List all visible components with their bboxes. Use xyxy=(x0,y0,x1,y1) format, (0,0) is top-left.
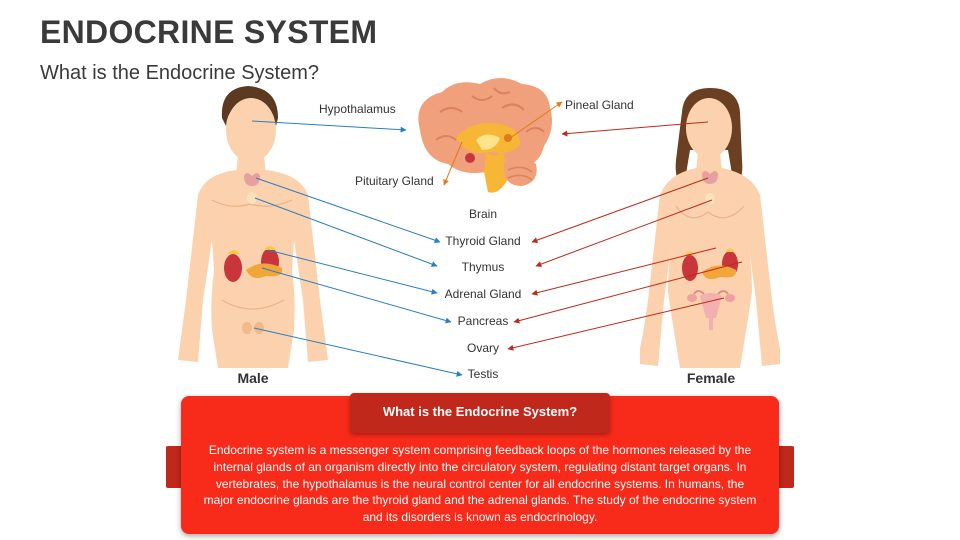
label-pancreas: Pancreas xyxy=(458,314,509,328)
female-thymus xyxy=(705,193,715,205)
male-thyroid xyxy=(244,173,260,186)
label-adrenal-gland: Adrenal Gland xyxy=(445,287,522,301)
male-pancreas xyxy=(246,263,283,278)
label-brain: Brain xyxy=(469,207,497,221)
label-female: Female xyxy=(687,370,735,386)
female-uterus xyxy=(700,293,722,318)
label-hypothalamus: Hypothalamus xyxy=(319,102,396,116)
brain-pointer-arrows xyxy=(443,101,563,186)
info-card-tab xyxy=(350,393,610,433)
male-figure xyxy=(178,86,328,368)
label-thyroid-gland: Thyroid Gland xyxy=(445,234,520,248)
label-ovary: Ovary xyxy=(467,341,499,355)
label-testis: Testis xyxy=(468,367,499,381)
female-ovary-right xyxy=(725,294,735,302)
male-hair xyxy=(221,86,278,126)
info-card-body: Endocrine system is a messenger system c… xyxy=(203,443,757,525)
male-thymus xyxy=(247,192,257,204)
female-ovary-left xyxy=(687,294,697,302)
page-title: ENDOCRINE SYSTEM xyxy=(40,14,378,50)
brainstem xyxy=(484,150,510,193)
brain-illustration xyxy=(418,78,552,193)
label-male: Male xyxy=(237,370,268,386)
info-card-title: What is the Endocrine System? xyxy=(382,404,578,419)
page-subtitle: What is the Endocrine System? xyxy=(40,62,320,84)
male-head xyxy=(226,98,276,162)
female-head xyxy=(686,98,732,158)
female-pointer-arrows xyxy=(507,121,743,351)
female-thyroid xyxy=(702,171,718,184)
label-pituitary-gland: Pituitary Gland xyxy=(355,174,434,188)
label-thymus: Thymus xyxy=(462,260,505,274)
female-figure xyxy=(640,88,780,368)
female-pancreas xyxy=(702,265,737,280)
pineal-dot xyxy=(504,134,512,142)
male-pointer-arrows xyxy=(251,120,463,377)
male-testis-left xyxy=(242,322,252,334)
cerebellum xyxy=(504,158,537,186)
male-kidney-left xyxy=(224,254,242,282)
male-testis-right xyxy=(254,322,264,334)
label-pineal-gland: Pineal Gland xyxy=(565,98,634,112)
pituitary-dot xyxy=(465,153,475,163)
